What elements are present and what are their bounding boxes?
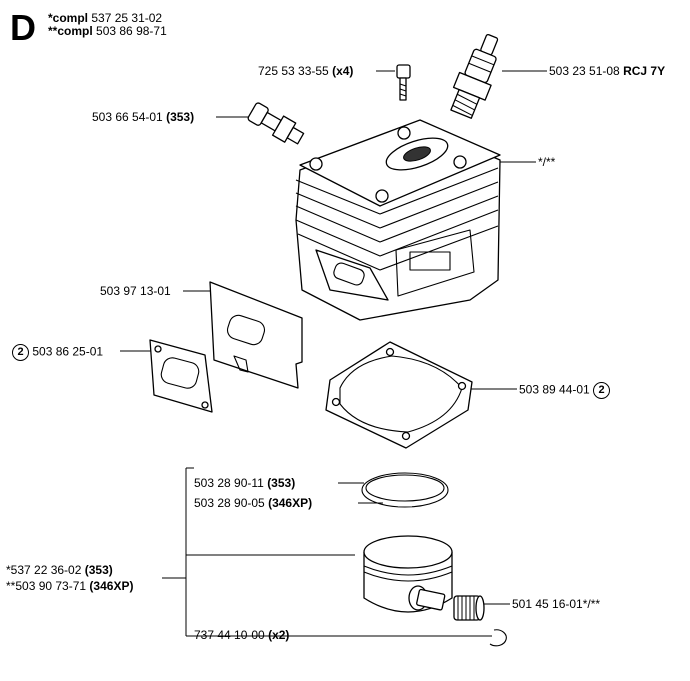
compl-prefix: *compl	[48, 11, 89, 25]
compl-number: 537 25 31-02	[91, 11, 163, 25]
valve-cap	[247, 102, 269, 126]
ring-outer	[361, 472, 449, 508]
valve-body	[260, 111, 282, 132]
bearing-cage	[453, 595, 481, 621]
pin-boss	[408, 585, 428, 611]
part-number: 503 97 13-01	[100, 284, 171, 298]
callout-screw[interactable]: 725 53 33-55 (x4)	[258, 64, 353, 78]
callout-bearing[interactable]: 501 45 16-01*/**	[512, 597, 600, 611]
part-number: 737 44 10-00	[194, 628, 265, 642]
part-number: 725 53 33-55	[258, 64, 329, 78]
callout-piston-346xp[interactable]: **503 90 73-71 (346XP)	[6, 579, 133, 593]
cylinder-body	[295, 125, 501, 321]
callout-base-gasket[interactable]: 503 89 44-01 2	[519, 382, 611, 399]
quantity-badge: 2	[12, 344, 29, 361]
plate-body	[209, 281, 303, 389]
part-model: (346XP)	[89, 579, 134, 593]
decomp-valve-part	[247, 102, 305, 145]
valve-thread	[286, 126, 305, 145]
callout-spark-plug[interactable]: 503 23 51-08 RCJ 7Y	[549, 64, 665, 78]
screw-shank	[399, 77, 407, 101]
cooling-fin	[295, 181, 499, 229]
cooling-fin	[295, 195, 499, 243]
gasket-bore	[339, 355, 463, 433]
plug-thread	[450, 88, 481, 119]
part-model: (346XP)	[268, 496, 313, 510]
valve-hex	[271, 115, 297, 143]
bolt-hole	[397, 126, 411, 140]
bolt-hole	[309, 157, 323, 171]
exhaust-gasket-body	[149, 339, 213, 413]
bolt-hole	[375, 189, 389, 203]
plug-hex	[452, 71, 492, 101]
bolt-hole	[453, 155, 467, 169]
part-number: 503 28 90-05	[194, 496, 265, 510]
cooling-fin	[297, 225, 499, 271]
part-number: 501 45 16-01*/**	[512, 597, 601, 611]
cylinder-head	[299, 119, 501, 207]
base-gasket-part	[325, 341, 473, 449]
piston-crown	[363, 535, 453, 569]
cooling-fin	[295, 209, 499, 257]
part-model: (353)	[84, 563, 113, 577]
needle-bearing-part	[453, 595, 485, 621]
compl-number: 503 86 98-71	[96, 24, 167, 38]
part-number: 503 23 51-08	[549, 64, 620, 78]
callout-ring-346xp[interactable]: 503 28 90-05 (346XP)	[194, 496, 312, 510]
part-number: 503 86 25-01	[32, 344, 104, 359]
callout-exhaust-gasket[interactable]: 2 503 86 25-01	[12, 344, 103, 361]
callout-circlip[interactable]: 737 44 10-00 (x2)	[194, 628, 289, 642]
circlip-ring	[489, 629, 507, 647]
ring-inner	[365, 474, 445, 502]
callout-cylinder[interactable]: */**	[538, 155, 555, 169]
compl-line-2: **compl 503 86 98-71	[48, 24, 167, 38]
circlip-part	[489, 629, 507, 647]
section-letter: D	[10, 7, 36, 48]
part-qty: (x4)	[332, 64, 354, 78]
part-spec: RCJ 7Y	[623, 64, 666, 78]
piston-pin	[416, 588, 446, 611]
base-gasket-body	[325, 341, 473, 449]
compl-prefix: **compl	[48, 24, 93, 38]
exhaust-port-flange	[315, 249, 389, 301]
spark-plug-port	[385, 137, 449, 171]
part-number: 503 66 54-01	[92, 110, 163, 124]
part-number: 503 89 44-01	[519, 382, 590, 397]
cylinder-part	[295, 119, 501, 321]
spark-plug-part	[450, 33, 499, 119]
callout-plate[interactable]: 503 97 13-01	[100, 284, 171, 298]
leader-lines	[120, 70, 547, 637]
callout-ring-353[interactable]: 503 28 90-11 (353)	[194, 476, 295, 490]
piston-part	[363, 535, 453, 613]
piston-ring-part	[361, 472, 449, 508]
quantity-badge: 2	[593, 382, 611, 399]
cooling-fin	[295, 167, 499, 215]
compl-line-1: *compl 537 25 31-02	[48, 11, 162, 25]
screw-part	[396, 64, 411, 101]
part-number: *537 22 36-02	[6, 563, 82, 577]
part-qty: (x2)	[268, 628, 290, 642]
piston-skirt	[363, 552, 453, 613]
exhaust-gasket-part	[149, 339, 213, 413]
plug-insulator	[464, 48, 497, 84]
part-model: (353)	[166, 110, 195, 124]
screw-head	[396, 64, 411, 79]
plate-part	[209, 281, 303, 389]
part-marker: */**	[538, 155, 556, 169]
callout-piston-353[interactable]: *537 22 36-02 (353)	[6, 563, 113, 577]
part-number: **503 90 73-71	[6, 579, 87, 593]
part-model: (353)	[267, 476, 296, 490]
plug-terminal	[480, 33, 499, 56]
callout-decomp-valve[interactable]: 503 66 54-01 (353)	[92, 110, 194, 124]
part-number: 503 28 90-11	[194, 476, 264, 490]
